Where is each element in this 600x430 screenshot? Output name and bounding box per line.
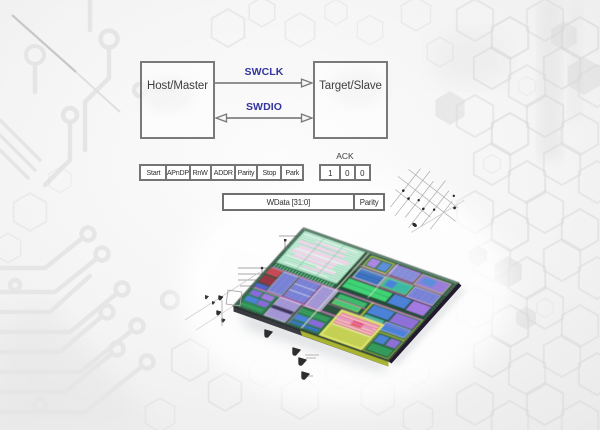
diagonal-line-top-left <box>11 14 121 113</box>
wdata-field: WData [31:0] <box>222 193 355 211</box>
swclk-label: SWCLK <box>244 66 284 78</box>
target-slave-box: Target/Slave <box>313 61 388 139</box>
packet-field-park: Park <box>280 164 304 181</box>
chip-die-photo <box>232 227 462 367</box>
wdata-parity-field: Parity <box>353 193 385 211</box>
packet-field-stop: Stop <box>256 164 282 181</box>
ack-label: ACK <box>336 151 354 161</box>
packet-field-apndp: APnDP <box>165 164 191 181</box>
packet-field-parity: Parity <box>234 164 258 181</box>
host-master-label: Host/Master <box>147 80 208 92</box>
swdio-arrow <box>214 113 314 123</box>
fiducial-marks <box>216 295 310 380</box>
chip-shadow-right <box>390 286 465 367</box>
packet-field-addr: ADDR <box>210 164 236 181</box>
schematic-lines-right <box>390 168 465 233</box>
packet-field-start: Start <box>139 164 167 181</box>
ack-bit-2: 0 <box>354 164 371 181</box>
swclk-arrow <box>214 78 314 88</box>
packet-field-rnw: RnW <box>189 164 212 181</box>
target-slave-label: Target/Slave <box>319 80 382 92</box>
circuit-traces-bottom-left <box>0 225 181 415</box>
swdio-label: SWDIO <box>245 101 283 113</box>
chip-annotations <box>221 289 319 377</box>
host-master-box: Host/Master <box>140 61 215 139</box>
ack-bit-0: 1 <box>319 164 341 181</box>
